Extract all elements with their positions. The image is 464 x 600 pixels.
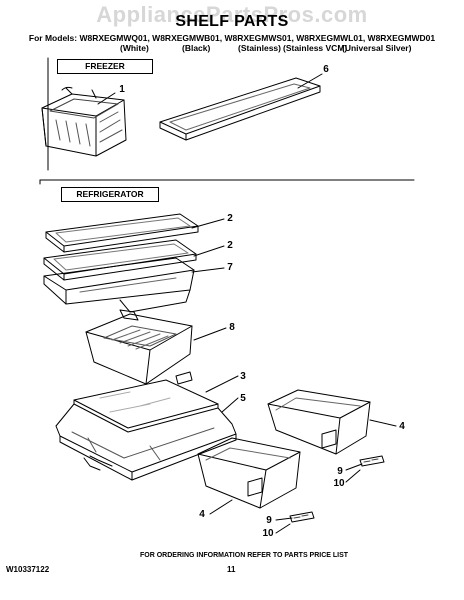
color-white: (White) [120,43,149,53]
leader-9b [275,517,293,521]
freezer-glass-shelf [159,77,321,141]
crisper-drawer-left [197,437,301,509]
refrigerator-glass-shelf-lower [43,239,197,281]
color-universal-silver: (Universal Silver) [342,43,412,53]
callout-4a: 4 [399,421,405,432]
leader-1 [97,92,116,105]
leader-2b [193,245,225,257]
watermark-text: AppliancePartsPros.com [96,2,368,27]
leader-8 [193,327,227,341]
leader-9a [345,463,363,471]
freezer-basket [41,86,127,157]
models-line: For Models: W8RXEGMWQ01, W8RXEGMWB01, W8… [28,33,436,43]
callout-3: 3 [240,371,246,382]
callout-2b: 2 [227,240,233,251]
callout-10b: 10 [262,528,274,539]
leader-3 [205,375,239,393]
color-stainless: (Stainless) [238,43,281,53]
leader-10b [275,523,291,534]
color-stainless-vcm: (Stainless VCM) [283,43,348,53]
refrigerator-label: REFRIGERATOR [61,187,159,202]
crisper-cover-frame [55,403,237,481]
ordering-note: FOR ORDERING INFORMATION REFER TO PARTS … [140,552,349,559]
callout-7: 7 [227,262,233,273]
crisper-drawer-right [267,389,371,455]
freezer-label: FREEZER [57,59,153,74]
callout-2a: 2 [227,213,233,224]
refrigerator-glass-shelf-upper [45,213,199,253]
callout-4b: 4 [199,509,205,520]
callout-5: 5 [240,393,246,404]
humidity-control-right [359,455,385,467]
leader-2a [191,218,225,229]
callout-9b: 9 [266,515,272,526]
crisper-cover-glass [73,379,219,433]
callout-8: 8 [229,322,235,333]
leader-5 [221,397,239,413]
leader-4a [369,419,397,427]
deli-pan [85,309,193,385]
shelf-frame [43,257,195,313]
leader-7 [191,267,225,273]
page-number: 11 [227,565,236,574]
humidity-control-left [289,511,315,523]
page-title: SHELF PARTS [175,13,289,30]
callout-6: 6 [323,64,329,75]
callout-1: 1 [119,84,125,95]
color-black: (Black) [182,43,211,53]
leader-6 [297,73,323,89]
leader-10a [345,469,361,483]
callout-9a: 9 [337,466,343,477]
callout-10a: 10 [333,478,345,489]
leader-4b [209,499,233,515]
doc-number: W10337122 [6,565,50,574]
